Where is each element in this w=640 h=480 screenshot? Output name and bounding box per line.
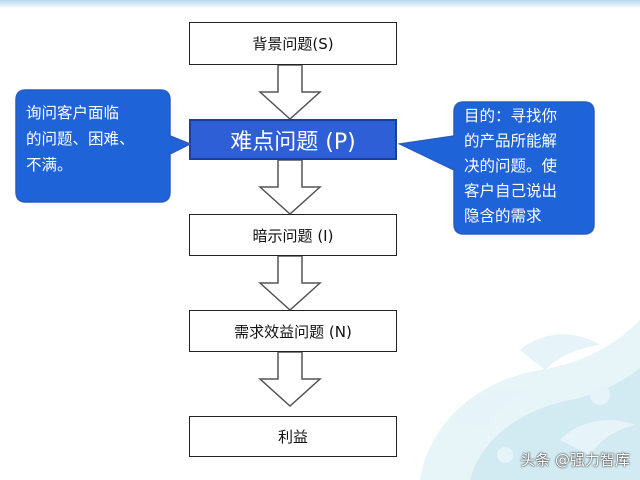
step-difficulty-question: 难点问题 (P) — [189, 119, 397, 160]
step-label: 背景问题(S) — [252, 35, 334, 53]
callout-line: 的问题、困难、 — [26, 130, 135, 148]
step-benefit: 利益 — [189, 416, 397, 457]
callout-right-text: 目的：寻找你 的产品所能解 决的问题。使 客户自己说出 隐含的需求 — [464, 104, 594, 229]
callout-line: 询问客户面临 — [26, 104, 120, 122]
arrow-down-icon — [258, 64, 322, 120]
watermark: 头条 @强力智库 — [520, 451, 630, 469]
step-need-payoff-question: 需求效益问题 (N) — [189, 310, 397, 352]
callout-line: 不满。 — [26, 156, 73, 174]
callout-line: 决的问题。使 — [464, 157, 558, 175]
callout-left-text: 询问客户面临 的问题、困难、 不满。 — [26, 100, 166, 178]
step-label: 需求效益问题 (N) — [234, 322, 352, 341]
step-label: 暗示问题 (I) — [252, 226, 334, 245]
callout-line: 目的：寻找你 — [464, 107, 558, 125]
callout-line: 隐含的需求 — [464, 207, 542, 225]
top-band — [0, 0, 640, 8]
arrow-down-icon — [258, 159, 322, 215]
callout-line: 客户自己说出 — [464, 182, 558, 200]
arrow-down-icon — [258, 351, 322, 407]
step-label: 难点问题 (P) — [230, 129, 356, 155]
callout-right-bubble — [398, 101, 595, 235]
step-label: 利益 — [277, 428, 308, 446]
callout-line: 的产品所能解 — [464, 132, 558, 150]
step-background-question: 背景问题(S) — [189, 22, 397, 65]
arrow-down-icon — [258, 255, 322, 311]
callout-left-bubble — [15, 89, 192, 203]
step-implication-question: 暗示问题 (I) — [189, 214, 397, 256]
